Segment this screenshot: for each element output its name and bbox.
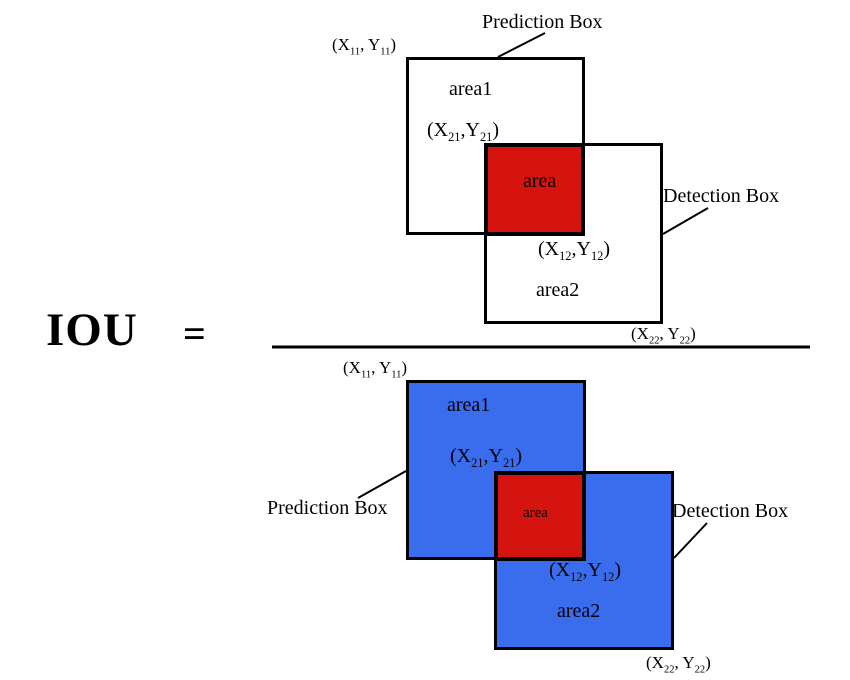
- corner-x21y21-denominator: (X21,Y21): [450, 445, 523, 470]
- area2-label-denominator: area2: [557, 600, 601, 622]
- corner-x11y11-denominator: (X11, Y11): [343, 358, 408, 381]
- equals-sign: =: [183, 311, 206, 356]
- corner-x11y11-numerator: (X11, Y11): [332, 35, 397, 58]
- formula-iou-text: IOU: [46, 304, 138, 356]
- area1-label-numerator: area1: [449, 78, 493, 100]
- detection-box-leader-top: [662, 207, 709, 235]
- prediction-box-leader-top: [497, 32, 546, 58]
- prediction-box-label-denominator: Prediction Box: [267, 497, 388, 519]
- detection-box-label-denominator: Detection Box: [672, 500, 789, 522]
- corner-x21y21-numerator: (X21,Y21): [427, 119, 500, 144]
- corner-x12y12-denominator: (X12,Y12): [549, 559, 622, 584]
- detection-box-label-numerator: Detection Box: [663, 185, 780, 207]
- intersection-label-numerator: area: [523, 170, 557, 192]
- intersection-label-denominator: area: [523, 505, 548, 521]
- prediction-box-leader-bottom: [357, 470, 407, 499]
- detection-box-leader-bottom: [673, 522, 708, 559]
- intersection-area-numerator: [484, 143, 585, 236]
- corner-x22y22-numerator: (X22, Y22): [631, 324, 696, 347]
- intersection-area-denominator: [494, 471, 586, 561]
- corner-x12y12-numerator: (X12,Y12): [538, 238, 611, 263]
- prediction-box-label-numerator: Prediction Box: [482, 11, 603, 33]
- area1-label-denominator: area1: [447, 394, 491, 416]
- corner-x22y22-denominator: (X22, Y22): [646, 653, 711, 676]
- area2-label-numerator: area2: [536, 279, 580, 301]
